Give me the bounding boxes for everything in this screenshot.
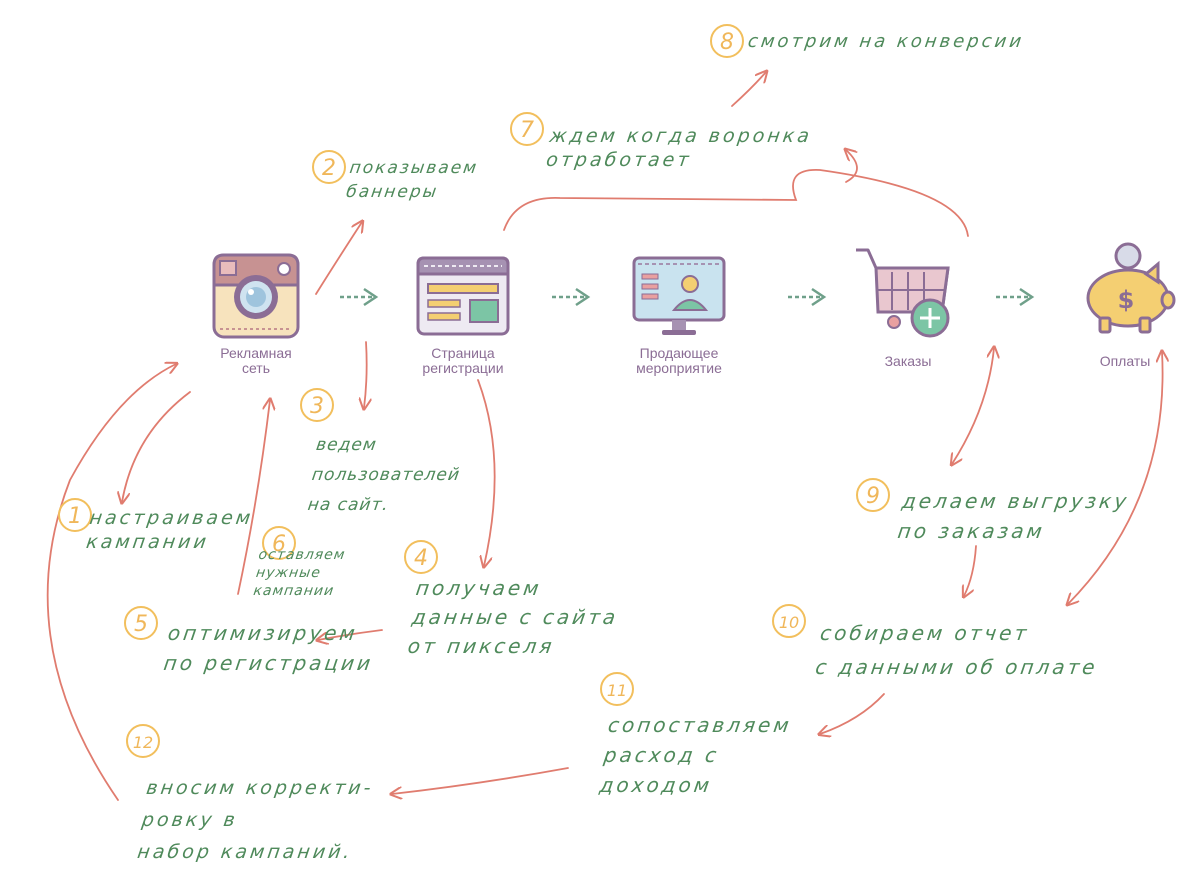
step-number-4: 4: [404, 540, 438, 574]
arrow-to-show-banners: [315, 222, 362, 295]
stage-label-selling-event: Продающее мероприятие: [636, 345, 722, 376]
arrow-to-wait-label: [846, 150, 858, 183]
arrow-setup-campaigns: [122, 391, 191, 502]
step-number-6: 6: [262, 526, 296, 560]
step-note-2: показываем баннеры: [344, 158, 480, 202]
step-number-2: 2: [312, 150, 346, 184]
stage-label-payments: Оплаты: [1099, 353, 1151, 369]
step-note-11: сопоставляем расход с доходом: [598, 713, 794, 797]
arrow-export-orders: [952, 348, 994, 464]
arrow-optimize: [318, 629, 383, 640]
web-page-icon: [416, 256, 510, 336]
arrow-to-conversions: [731, 72, 766, 107]
step-note-12: вносим корректи- ровку в набор кампаний.: [135, 777, 376, 863]
stage-label-ad-network: Рекламная сеть: [220, 345, 292, 376]
arrow-to-report: [964, 545, 977, 596]
step-number-11: 11: [600, 672, 634, 706]
svg-text:$: $: [1118, 286, 1135, 314]
step-number-10: 10: [772, 604, 806, 638]
flow-arrow-2: [552, 287, 591, 307]
flow-arrow-3: [788, 287, 827, 307]
flow-arrow-4: [996, 287, 1035, 307]
step-note-5: оптимизируем по регистрации: [162, 621, 375, 675]
step-note-9: делаем выгрузку по заказам: [896, 489, 1131, 543]
step-number-1: 1: [58, 498, 92, 532]
step-note-3: ведем пользователей на сайт.: [306, 435, 462, 515]
stage-label-orders: Заказы: [884, 353, 932, 369]
arrow-keep-campaigns: [237, 400, 270, 595]
arrow-to-lead-users: [364, 341, 367, 408]
arrow-pixel-data: [477, 379, 496, 566]
shopping-cart-icon: [856, 248, 950, 338]
flow-arrow-1: [340, 287, 379, 307]
step-number-8: 8: [710, 24, 744, 58]
monitor-webinar-icon: [632, 256, 726, 335]
step-number-9: 9: [856, 478, 890, 512]
step-note-10: собираем отчет с данными об оплате: [813, 621, 1100, 679]
piggy-bank-icon: $: [1086, 242, 1176, 334]
step-number-12: 12: [126, 724, 160, 758]
camera-icon: [212, 253, 300, 339]
step-note-8: смотрим на конверсии: [746, 31, 1026, 52]
arrow-to-correction: [392, 767, 569, 794]
arrow-wait-funnel: [503, 169, 969, 237]
stage-label-registration-page: Страница регистрации: [422, 345, 504, 376]
step-number-3: 3: [300, 388, 334, 422]
step-note-6: оставляем нужные кампании: [252, 547, 347, 599]
step-number-5: 5: [124, 606, 158, 640]
step-note-7: ждем когда воронка отработает: [544, 125, 814, 171]
step-note-1: настраиваем кампании: [84, 507, 255, 553]
arrow-to-compare: [820, 693, 885, 734]
step-note-4: получаем данные с сайта от пикселя: [406, 576, 620, 658]
arrow-from-payments: [1068, 352, 1163, 604]
step-number-7: 7: [510, 112, 544, 146]
